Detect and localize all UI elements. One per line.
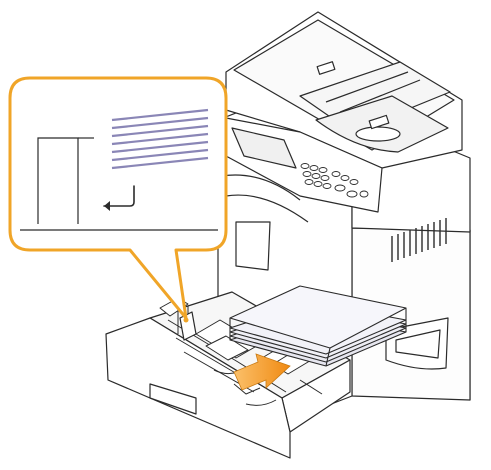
- callout-pointer-tip: [184, 318, 189, 323]
- callout-border: [10, 78, 226, 318]
- detail-callout: [10, 78, 226, 318]
